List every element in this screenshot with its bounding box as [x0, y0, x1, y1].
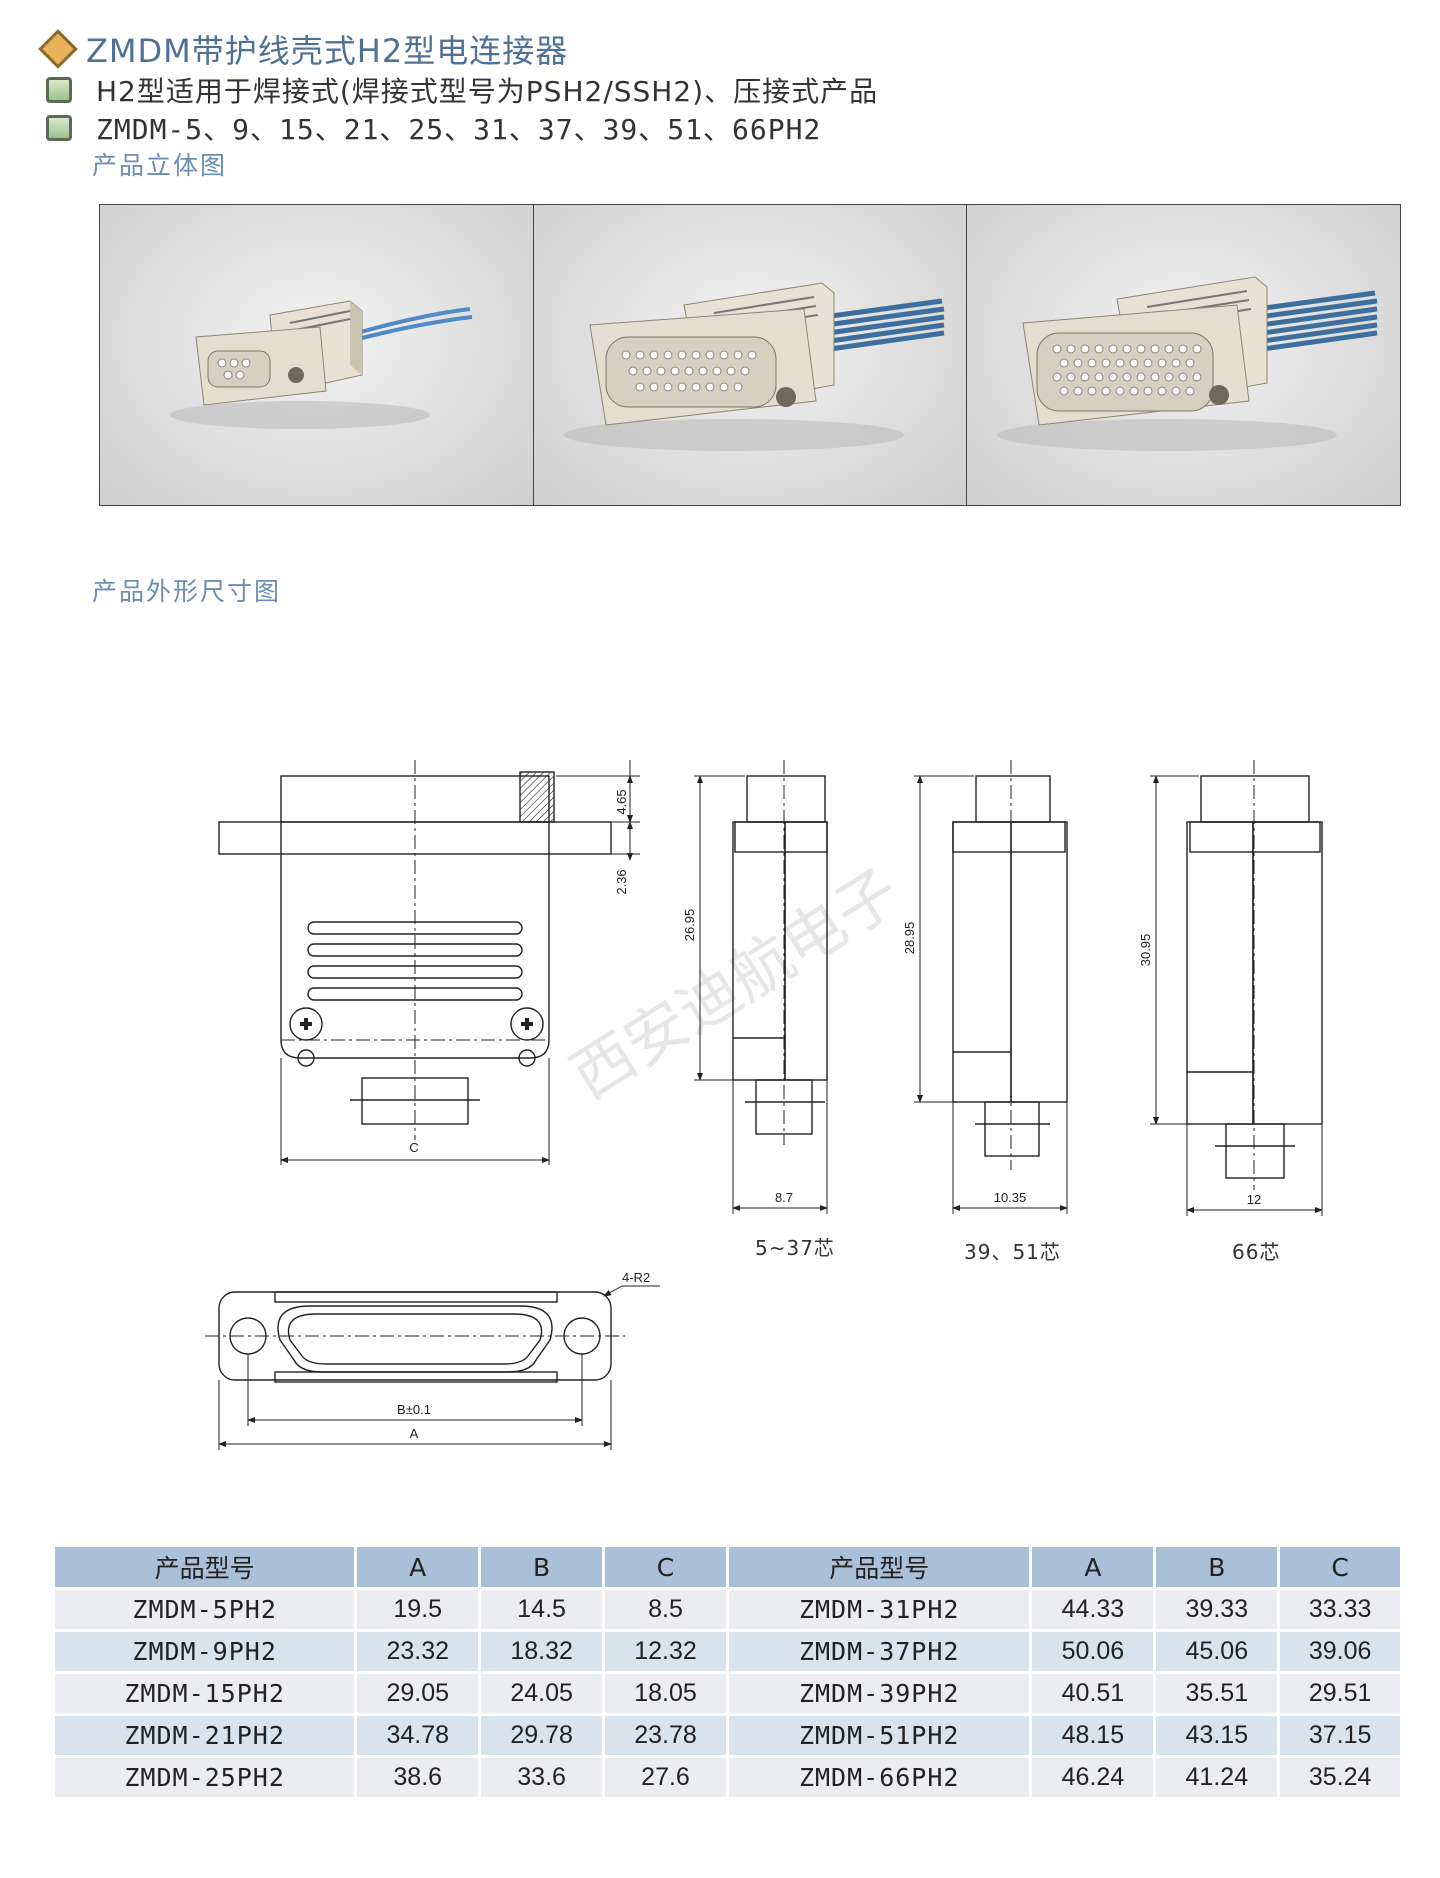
- cell-b: 14.5: [478, 1587, 604, 1631]
- dim-c-label: C: [409, 1140, 418, 1155]
- cell-a: 44.33: [1029, 1587, 1155, 1631]
- table-row: ZMDM-5PH2 19.5 14.5 8.5 ZMDM-31PH2 44.33…: [55, 1587, 1400, 1631]
- side-view-5-37: [694, 760, 828, 1214]
- cell-b: 39.33: [1153, 1587, 1279, 1631]
- cell-b: 33.6: [478, 1755, 604, 1797]
- dim-4-65: 4.65: [614, 789, 629, 814]
- cell-model: ZMDM-9PH2: [55, 1629, 356, 1673]
- cell-a: 19.5: [354, 1587, 480, 1631]
- dim-b-label: B±0.1: [397, 1402, 431, 1417]
- photo-66-connector: [967, 205, 1401, 505]
- dim-10-35: 10.35: [994, 1190, 1027, 1205]
- front-view: [218, 760, 640, 1165]
- dim-a-label: A: [410, 1426, 419, 1441]
- table-row: ZMDM-21PH2 34.78 29.78 23.78 ZMDM-51PH2 …: [55, 1713, 1400, 1757]
- side-view-39-51: [914, 760, 1068, 1214]
- cell-b: 18.32: [478, 1629, 604, 1673]
- table-row: ZMDM-15PH2 29.05 24.05 18.05 ZMDM-39PH2 …: [55, 1671, 1400, 1715]
- cell-b: 35.51: [1153, 1671, 1279, 1715]
- page-title: ZMDM带护线壳式H2型电连接器: [86, 32, 569, 70]
- dimension-drawing: 西安迪航电子 C 4.65 2.36: [205, 760, 1323, 1450]
- cell-model: ZMDM-15PH2: [55, 1671, 356, 1715]
- title-row: ZMDM带护线壳式H2型电连接器: [38, 26, 568, 72]
- bullet-row-1: H2型适用于焊接式(焊接式型号为PSH2/SSH2)、压接式产品: [38, 70, 878, 110]
- cell-c: 39.06: [1277, 1629, 1400, 1673]
- header-b: B: [478, 1547, 604, 1589]
- cell-b: 43.15: [1153, 1713, 1279, 1757]
- cell-model: ZMDM-39PH2: [725, 1671, 1031, 1715]
- dim-26-95: 26.95: [682, 909, 697, 942]
- cell-c: 37.15: [1277, 1713, 1400, 1757]
- side-view-66: [1150, 760, 1323, 1216]
- bullet-text-2: ZMDM-5、9、15、21、25、31、37、39、51、66PH2: [96, 113, 822, 146]
- cell-model: ZMDM-37PH2: [725, 1629, 1031, 1673]
- product-photos: [99, 204, 1401, 506]
- square-bullet-icon: [46, 77, 72, 103]
- dim-28-95: 28.95: [902, 922, 917, 955]
- dim-30-95: 30.95: [1138, 934, 1153, 967]
- bottom-view: [205, 1285, 660, 1450]
- header-a: A: [1029, 1547, 1155, 1589]
- photo-large-connector: [533, 205, 968, 505]
- dim-4-r2: 4-R2: [622, 1270, 650, 1285]
- cell-model: ZMDM-51PH2: [725, 1713, 1031, 1757]
- cell-a: 48.15: [1029, 1713, 1155, 1757]
- cell-b: 41.24: [1153, 1755, 1279, 1797]
- cell-c: 33.33: [1277, 1587, 1400, 1631]
- cell-c: 27.6: [602, 1755, 728, 1797]
- diamond-bullet-icon: [38, 29, 78, 69]
- cell-model: ZMDM-25PH2: [55, 1755, 356, 1797]
- header-c: C: [602, 1547, 728, 1589]
- square-bullet-icon: [46, 115, 72, 141]
- header-b: B: [1153, 1547, 1279, 1589]
- cell-model: ZMDM-21PH2: [55, 1713, 356, 1757]
- cell-b: 29.78: [478, 1713, 604, 1757]
- cell-a: 46.24: [1029, 1755, 1155, 1797]
- cell-c: 35.24: [1277, 1755, 1400, 1797]
- cell-c: 18.05: [602, 1671, 728, 1715]
- cell-a: 34.78: [354, 1713, 480, 1757]
- photo-small-connector: [100, 205, 534, 505]
- cell-c: 12.32: [602, 1629, 728, 1673]
- spec-table: 产品型号 A B C 产品型号 A B C ZMDM-5PH2 19.5 14.…: [55, 1547, 1400, 1797]
- header-a: A: [354, 1547, 480, 1589]
- header-c: C: [1277, 1547, 1400, 1589]
- header-model: 产品型号: [725, 1547, 1031, 1589]
- dim-2-36: 2.36: [614, 869, 629, 894]
- drawing-section-title: 产品外形尺寸图: [92, 577, 282, 606]
- watermark-text: 西安迪航电子: [558, 854, 912, 1113]
- cell-b: 45.06: [1153, 1629, 1279, 1673]
- cell-model: ZMDM-5PH2: [55, 1587, 356, 1631]
- table-row: ZMDM-25PH2 38.6 33.6 27.6 ZMDM-66PH2 46.…: [55, 1755, 1400, 1797]
- cell-model: ZMDM-31PH2: [725, 1587, 1031, 1631]
- cell-c: 23.78: [602, 1713, 728, 1757]
- header-model: 产品型号: [55, 1547, 356, 1589]
- dim-8-7: 8.7: [775, 1190, 793, 1205]
- caption-66: 66芯: [1232, 1240, 1281, 1264]
- photos-section-title: 产品立体图: [92, 151, 228, 180]
- caption-39-51: 39、51芯: [964, 1240, 1061, 1264]
- cell-model: ZMDM-66PH2: [725, 1755, 1031, 1797]
- bullet-text-1: H2型适用于焊接式(焊接式型号为PSH2/SSH2)、压接式产品: [96, 75, 879, 108]
- dim-12: 12: [1247, 1192, 1261, 1207]
- table-row: ZMDM-9PH2 23.32 18.32 12.32 ZMDM-37PH2 5…: [55, 1629, 1400, 1673]
- cell-a: 50.06: [1029, 1629, 1155, 1673]
- cell-c: 29.51: [1277, 1671, 1400, 1715]
- bullet-row-2: ZMDM-5、9、15、21、25、31、37、39、51、66PH2: [38, 108, 821, 148]
- table-header-row: 产品型号 A B C 产品型号 A B C: [55, 1547, 1400, 1589]
- cell-b: 24.05: [478, 1671, 604, 1715]
- cell-c: 8.5: [602, 1587, 728, 1631]
- cell-a: 38.6: [354, 1755, 480, 1797]
- caption-5-37: 5~37芯: [755, 1236, 835, 1260]
- cell-a: 40.51: [1029, 1671, 1155, 1715]
- cell-a: 23.32: [354, 1629, 480, 1673]
- cell-a: 29.05: [354, 1671, 480, 1715]
